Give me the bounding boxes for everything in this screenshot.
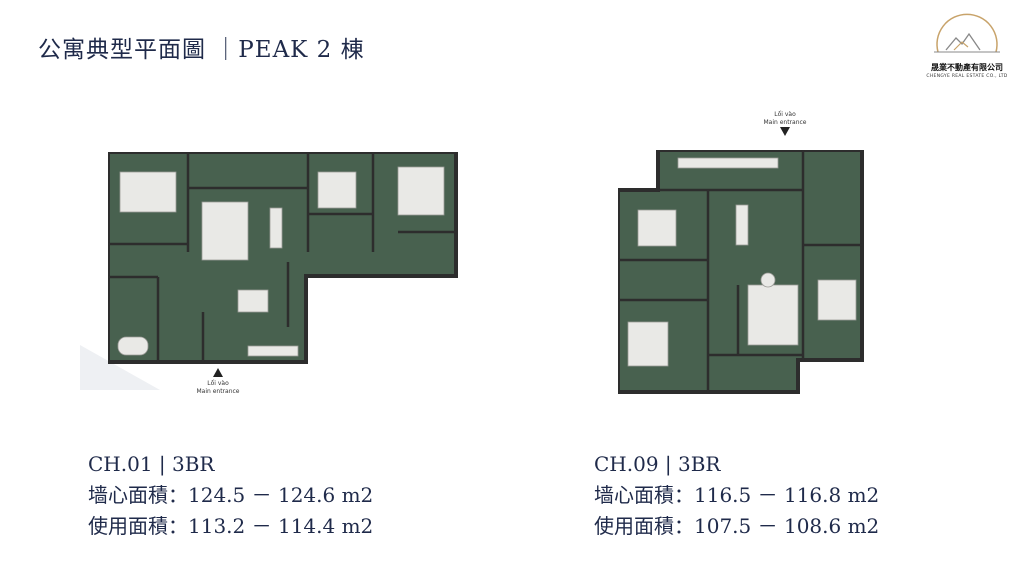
unit-info-ch09: CH.09 | 3BR 墙心面積：116.5 － 116.8 m2 使用面積：1… [594,449,879,542]
entrance-label-en: Main entrance [763,119,807,126]
entrance-arrow-icon [213,368,223,377]
company-logo: 晟業不動產有限公司 CHENGYE REAL ESTATE CO., LTD [924,6,1010,86]
unit-info-ch01: CH.01 | 3BR 墙心面積：124.5 － 124.6 m2 使用面積：1… [88,449,373,542]
net-area: 使用面積：113.2 － 114.4 m2 [88,514,374,538]
floor-plan-ch01 [108,152,458,364]
gross-area: 墙心面積：124.5 － 124.6 m2 [88,483,374,507]
mountain-logo-icon [934,13,1000,53]
logo-name-cn: 晟業不動產有限公司 [931,63,1003,72]
page-title: 公寓典型平面圖 ｜PEAK 2 棟 [38,37,365,63]
entrance-label-vn: Lối vào [207,380,229,387]
entrance-marker-left: Lối vào Main entrance [196,368,240,396]
logo-name-en: CHENGYE REAL ESTATE CO., LTD [926,74,1008,79]
entrance-arrow-icon [780,127,790,136]
entrance-marker-right: Lối vào Main entrance [761,111,809,139]
unit-code: CH.09 | 3BR [594,452,721,476]
net-area: 使用面積：107.5 － 108.6 m2 [594,514,880,538]
entrance-label-vn: Lối vào [774,111,796,118]
unit-code: CH.01 | 3BR [88,452,215,476]
floor-plan-ch09 [618,150,864,394]
gross-area: 墙心面積：116.5 － 116.8 m2 [594,483,880,507]
entrance-label-en: Main entrance [196,388,240,395]
